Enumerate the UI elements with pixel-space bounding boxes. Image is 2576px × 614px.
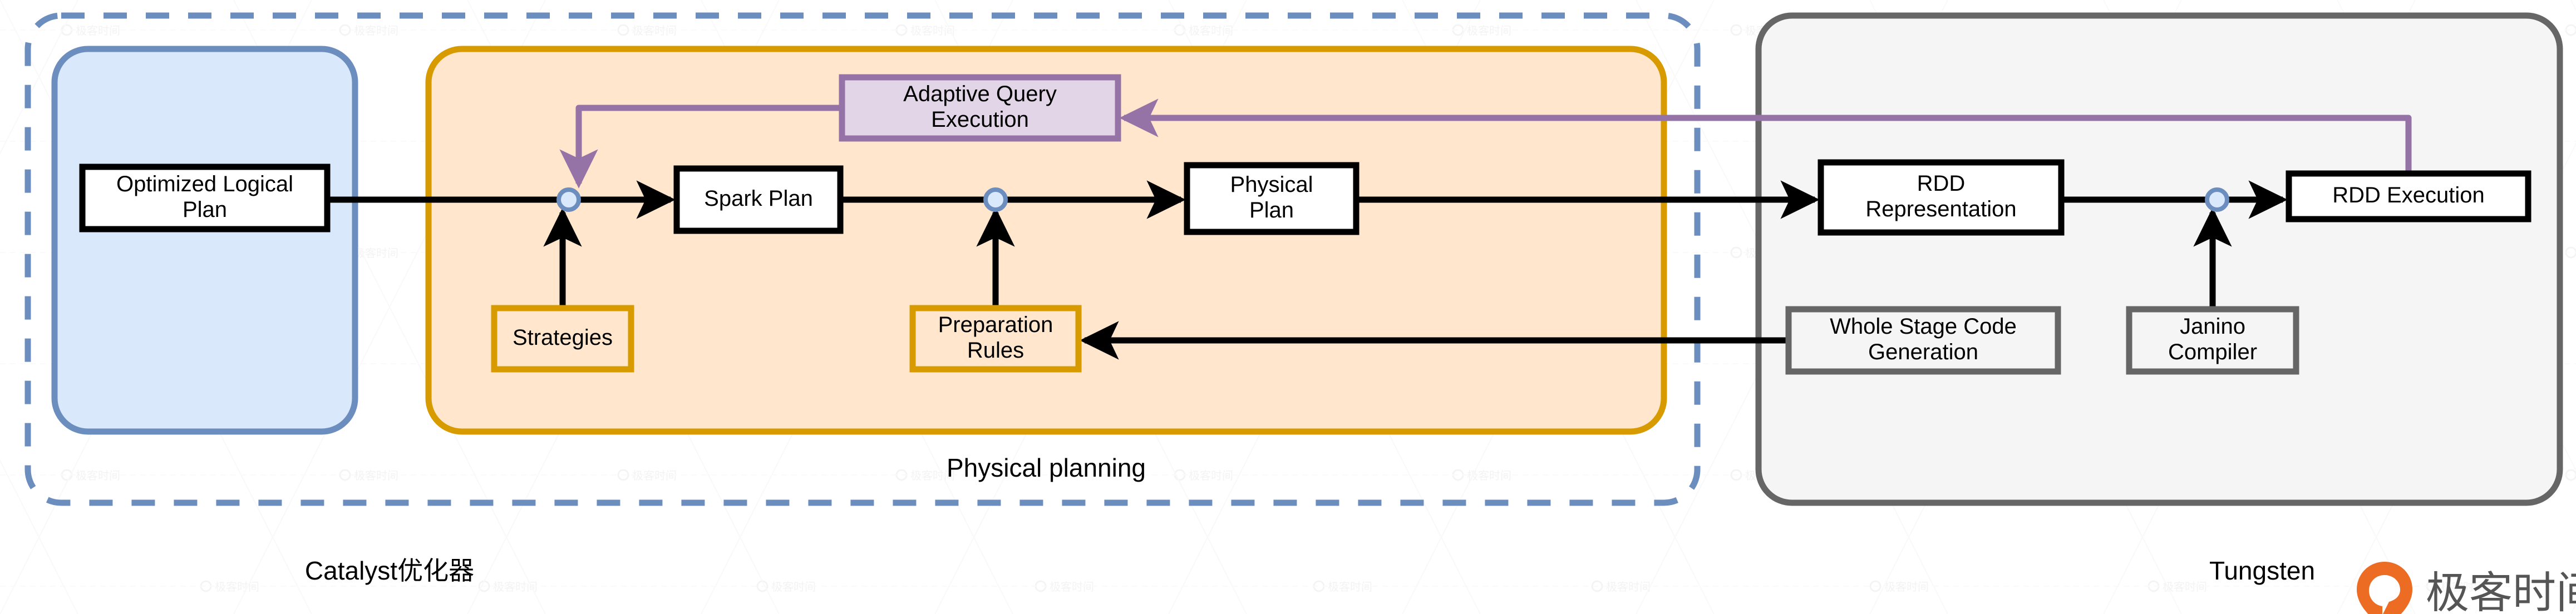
watermark-mark: 极客时间 <box>617 469 677 482</box>
node-whole-stage-code-generation-box <box>1785 306 2061 375</box>
junction-spark-plan-input-ring <box>556 187 581 212</box>
node-rdd-execution-box <box>2286 170 2531 222</box>
svg-text:极客时间: 极客时间 <box>1328 581 1372 593</box>
node-spark-plan[interactable]: Spark Plan <box>673 165 844 234</box>
svg-text:极客时间: 极客时间 <box>354 24 398 37</box>
svg-text:极客时间: 极客时间 <box>215 581 259 593</box>
svg-text:极客时间: 极客时间 <box>2441 581 2485 593</box>
svg-text:极客时间: 极客时间 <box>76 24 120 37</box>
svg-text:极客时间: 极客时间 <box>910 24 955 37</box>
watermark-mark: 极客时间 <box>1869 580 1929 593</box>
geektime-logo: 极客时间 <box>2357 562 2576 614</box>
watermark-guide <box>0 459 78 614</box>
svg-text:极客时间: 极客时间 <box>354 247 398 260</box>
physical-planning-container <box>425 46 1667 435</box>
node-strategies-box <box>491 305 634 373</box>
edge-rdd-execution-to-adaptive-query-execution <box>1119 98 2412 174</box>
node-preparation-rules-box <box>909 305 1082 373</box>
node-physical-plan-box <box>1184 162 1360 235</box>
node-spark-plan-box <box>673 165 844 234</box>
caption-tungsten: Tungsten <box>2209 556 2315 585</box>
node-rdd-execution[interactable]: RDD Execution <box>2286 170 2531 222</box>
junction-preparation-rules <box>983 187 1008 212</box>
junction-rdd-execution-input <box>2205 187 2229 212</box>
watermark-mark: 极客时间 <box>339 469 398 482</box>
geektime-pin-inner <box>2369 575 2400 614</box>
node-strategies-label: Strategies <box>513 325 613 350</box>
geektime-logo-text: 极客时间 <box>2426 568 2576 614</box>
svg-text:极客时间: 极客时间 <box>1884 581 1929 593</box>
svg-text:极客时间: 极客时间 <box>771 581 816 593</box>
watermark-mark: 极客时间 <box>339 24 398 37</box>
node-rdd-execution-label: RDD Execution <box>2332 183 2484 207</box>
node-spark-plan-label: Spark Plan <box>704 186 813 211</box>
tungsten-container <box>1755 12 2563 506</box>
svg-text:极客时间: 极客时间 <box>1467 469 1511 482</box>
svg-text:极客时间: 极客时间 <box>354 469 398 482</box>
junction-rdd-execution-input-ring <box>2205 187 2229 212</box>
caption-catalyst-optimizer: Catalyst优化器 <box>305 556 474 585</box>
watermark-mark: 极客时间 <box>617 24 677 37</box>
caption-physical-planning: Physical planning <box>947 453 1146 482</box>
svg-text:极客时间: 极客时间 <box>1606 581 1651 593</box>
logical-plan-container <box>51 46 358 435</box>
node-adaptive-query-execution-box <box>839 74 1121 142</box>
junction-spark-plan-input <box>556 187 581 212</box>
svg-text:极客时间: 极客时间 <box>632 469 677 482</box>
node-optimized-logical-plan-box <box>79 164 331 232</box>
svg-text:极客时间: 极客时间 <box>1467 24 1511 37</box>
svg-text:极客时间: 极客时间 <box>493 581 538 593</box>
svg-text:极客时间: 极客时间 <box>1189 24 1233 37</box>
edge-adaptive-query-execution-to-spark-plan-junction <box>559 105 842 189</box>
svg-text:极客时间: 极客时间 <box>1050 581 1094 593</box>
svg-text:极客时间: 极客时间 <box>1189 469 1233 482</box>
svg-text:极客时间: 极客时间 <box>76 469 120 482</box>
svg-text:极客时间: 极客时间 <box>2163 581 2207 593</box>
node-strategies[interactable]: Strategies <box>491 305 634 373</box>
catalyst-container <box>24 12 1701 506</box>
svg-text:极客时间: 极客时间 <box>632 24 677 37</box>
watermark-mark: 极客时间 <box>1591 580 1651 593</box>
node-rdd-representation-box <box>1818 159 2065 236</box>
node-janino-compiler-box <box>2126 306 2299 375</box>
junction-preparation-rules-ring <box>983 187 1008 212</box>
